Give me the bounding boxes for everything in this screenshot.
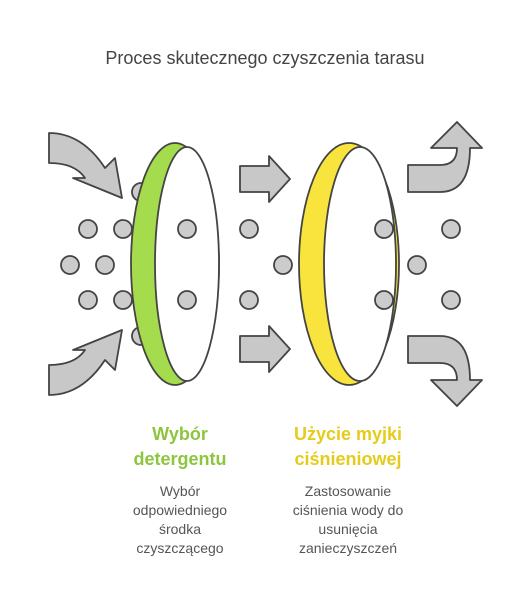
particle-dot xyxy=(374,290,394,310)
arrow-right-up-icon xyxy=(407,121,483,193)
particle-dot xyxy=(177,219,197,239)
particle-dot xyxy=(273,255,293,275)
step-2-title: Użycie myjki ciśnieniowej xyxy=(253,422,443,472)
particle-dot xyxy=(441,290,461,310)
arrow-middle-bottom-icon xyxy=(239,325,291,373)
particle-dot xyxy=(441,219,461,239)
step-1-title-line-1: Wybór xyxy=(152,424,208,444)
particle-dot xyxy=(60,255,80,275)
particle-dot xyxy=(95,255,115,275)
particle-dot xyxy=(78,290,98,310)
step-2-description: Zastosowanie ciśnienia wody do usunięcia… xyxy=(263,482,433,558)
step-2-desc-line-2: ciśnienia wody do xyxy=(292,502,404,518)
step-2-title-line-2: ciśnieniowej xyxy=(294,449,402,469)
particle-dot xyxy=(239,219,259,239)
particle-dot xyxy=(374,219,394,239)
particle-group xyxy=(60,182,461,346)
particle-dot xyxy=(113,219,133,239)
step-1-desc-line-4: czyszczącego xyxy=(136,540,224,556)
particle-dot xyxy=(113,290,133,310)
step-1-desc-line-2: odpowiedniego xyxy=(132,502,228,518)
step-1-desc-line-3: środka xyxy=(158,521,202,537)
pressure-washer-ring-icon xyxy=(298,142,400,386)
arrow-left-top-icon xyxy=(48,132,123,199)
particle-dot xyxy=(407,255,427,275)
step-2-title-line-1: Użycie myjki xyxy=(293,424,403,444)
arrow-left-bottom-icon xyxy=(48,329,123,396)
detergent-ring-icon xyxy=(130,142,220,386)
arrow-right-down-icon xyxy=(407,335,483,407)
arrow-middle-top-icon xyxy=(239,155,291,203)
step-1-desc-line-1: Wybór xyxy=(159,483,201,499)
particle-dot xyxy=(78,219,98,239)
step-1-title-line-2: detergentu xyxy=(133,449,227,469)
step-2-desc-line-3: usunięcia xyxy=(318,521,378,537)
particle-group-front xyxy=(177,219,394,310)
step-2-desc-line-1: Zastosowanie xyxy=(304,483,392,499)
step-2-desc-line-4: zanieczyszczeń xyxy=(298,540,398,556)
particle-dot xyxy=(177,290,197,310)
step-1-description: Wybór odpowiedniego środka czyszczącego xyxy=(95,482,265,558)
step-1-title: Wybór detergentu xyxy=(85,422,275,472)
diagram-title: Proces skutecznego czyszczenia tarasu xyxy=(105,48,425,68)
particle-dot xyxy=(239,290,259,310)
